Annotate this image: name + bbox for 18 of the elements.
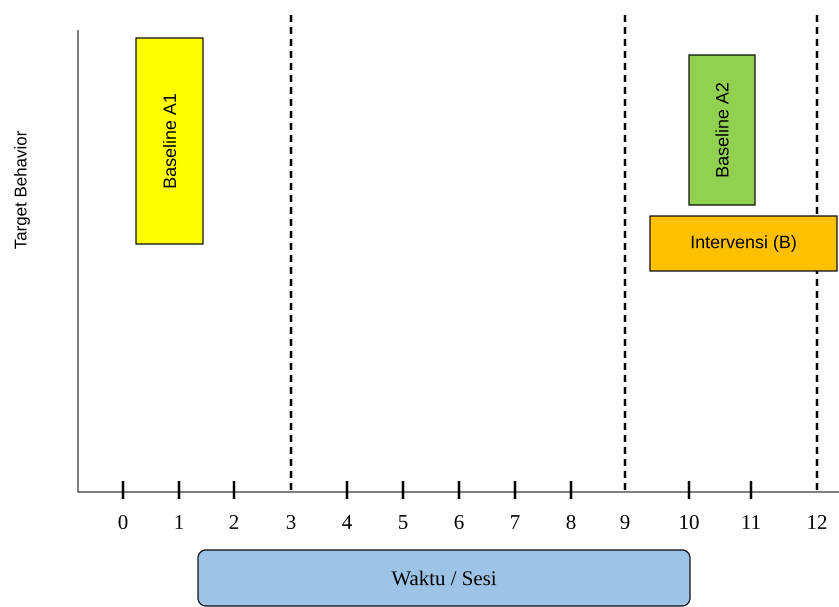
tick-label: 11: [742, 515, 760, 529]
colored-box: Intervensi (B): [649, 215, 838, 272]
tick-label: 3: [286, 514, 296, 530]
tick-label: 8: [566, 514, 576, 530]
axis-title: Target Behavior: [14, 131, 30, 249]
tick-label: 1: [176, 515, 183, 529]
tick-label: 4: [342, 515, 352, 529]
tick-label: 10: [680, 514, 699, 530]
tick-label: 12: [808, 515, 826, 529]
rounded-box: Waktu / Sesi: [197, 549, 691, 607]
tick-label: 9: [620, 514, 630, 530]
tick-label: 2: [230, 515, 238, 529]
colored-box: Baseline A2: [688, 54, 756, 206]
tick-label: 6: [454, 514, 464, 530]
tick-label: 0: [118, 514, 128, 530]
colored-box: Baseline A1: [135, 37, 204, 245]
tick-label: 5: [399, 515, 408, 529]
tick-label: 7: [511, 515, 520, 529]
